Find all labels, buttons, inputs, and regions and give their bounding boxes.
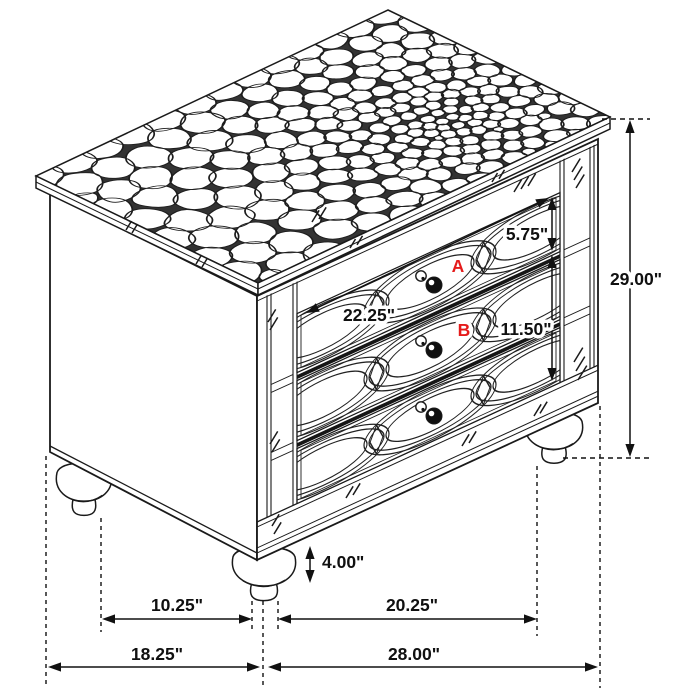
dim-front-foot-span-label: 20.25" [386,595,438,615]
dimension-annotations [45,118,650,688]
dim-drawer-a-height-label: 5.75" [506,224,548,244]
nightstand-front-drawers [125,143,598,554]
dim-side-depth-label: 18.25" [131,644,183,664]
dim-drawer-width-label: 22.25" [343,305,395,325]
dim-side-foot-span-label: 10.25" [151,595,203,615]
dim-front-width-label: 28.00" [388,644,440,664]
dim-total-height-label: 29.00" [610,269,662,289]
dim-drawer-b-height-label: 11.50" [500,319,551,339]
nightstand-top-croc-texture [34,9,612,297]
drawer-a-label: A [452,256,465,276]
dim-foot-height-label: 4.00" [322,552,364,572]
drawer-b-label: B [458,320,471,340]
